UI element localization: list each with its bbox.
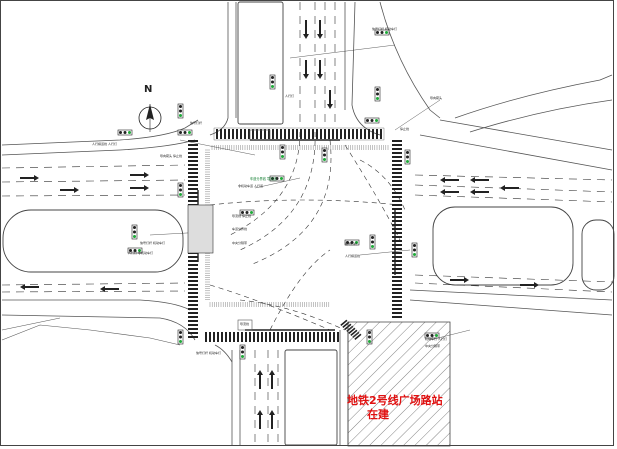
annotation-note: 信号灯杆 机动车灯	[140, 241, 165, 245]
annotation-note: 中央分隔带	[425, 344, 441, 348]
annotation-note: 信号灯杆 机动车灯	[372, 27, 397, 31]
turn-guide-curves	[209, 131, 406, 331]
annotation-note: 人行横道线 人行灯	[92, 142, 117, 146]
ladder-lines	[205, 145, 389, 307]
direction-arrows	[20, 20, 539, 429]
metro-site	[347, 321, 451, 447]
crosswalk-north	[213, 127, 385, 141]
crosswalk-south	[205, 319, 362, 342]
annotation-note: 导流线 停止线	[232, 214, 251, 218]
building-blocks	[1, 129, 271, 346]
annotation-note: 人行灯	[285, 94, 295, 98]
annotation-note: 中央分隔带	[232, 241, 248, 245]
annotation-note: 非机动车道 人行道	[238, 184, 263, 188]
north-label: N	[144, 84, 153, 95]
north-arrow-icon	[138, 104, 162, 132]
annotation-note: 导向箭头 停止线	[160, 154, 182, 158]
annotation-note: 车道分界线 导流线	[250, 177, 277, 181]
annotation-note: 停止线	[400, 127, 410, 131]
annotation-note: 车道分界线	[232, 227, 248, 231]
annotation-note: 导流线	[240, 322, 250, 326]
annotation-note: 人行横道线	[345, 254, 361, 258]
stop-lines	[197, 139, 396, 331]
metro-site-label: 地铁2号线广场路站	[347, 394, 443, 407]
traffic-signals	[117, 29, 440, 360]
annotation-note: 导向箭头	[430, 96, 443, 100]
annotation-note: 信号灯杆 机动车灯	[196, 351, 221, 355]
annotation-note: 人行灯 非机动车灯	[128, 251, 153, 255]
crosswalk-east	[392, 140, 402, 318]
annotation-note: 信号灯杆	[345, 242, 358, 246]
metro-site-status: 在建	[367, 408, 389, 421]
annotation-note: 信号灯杆	[190, 121, 203, 125]
annotation-note: 机动车灯 人行灯	[425, 337, 447, 341]
